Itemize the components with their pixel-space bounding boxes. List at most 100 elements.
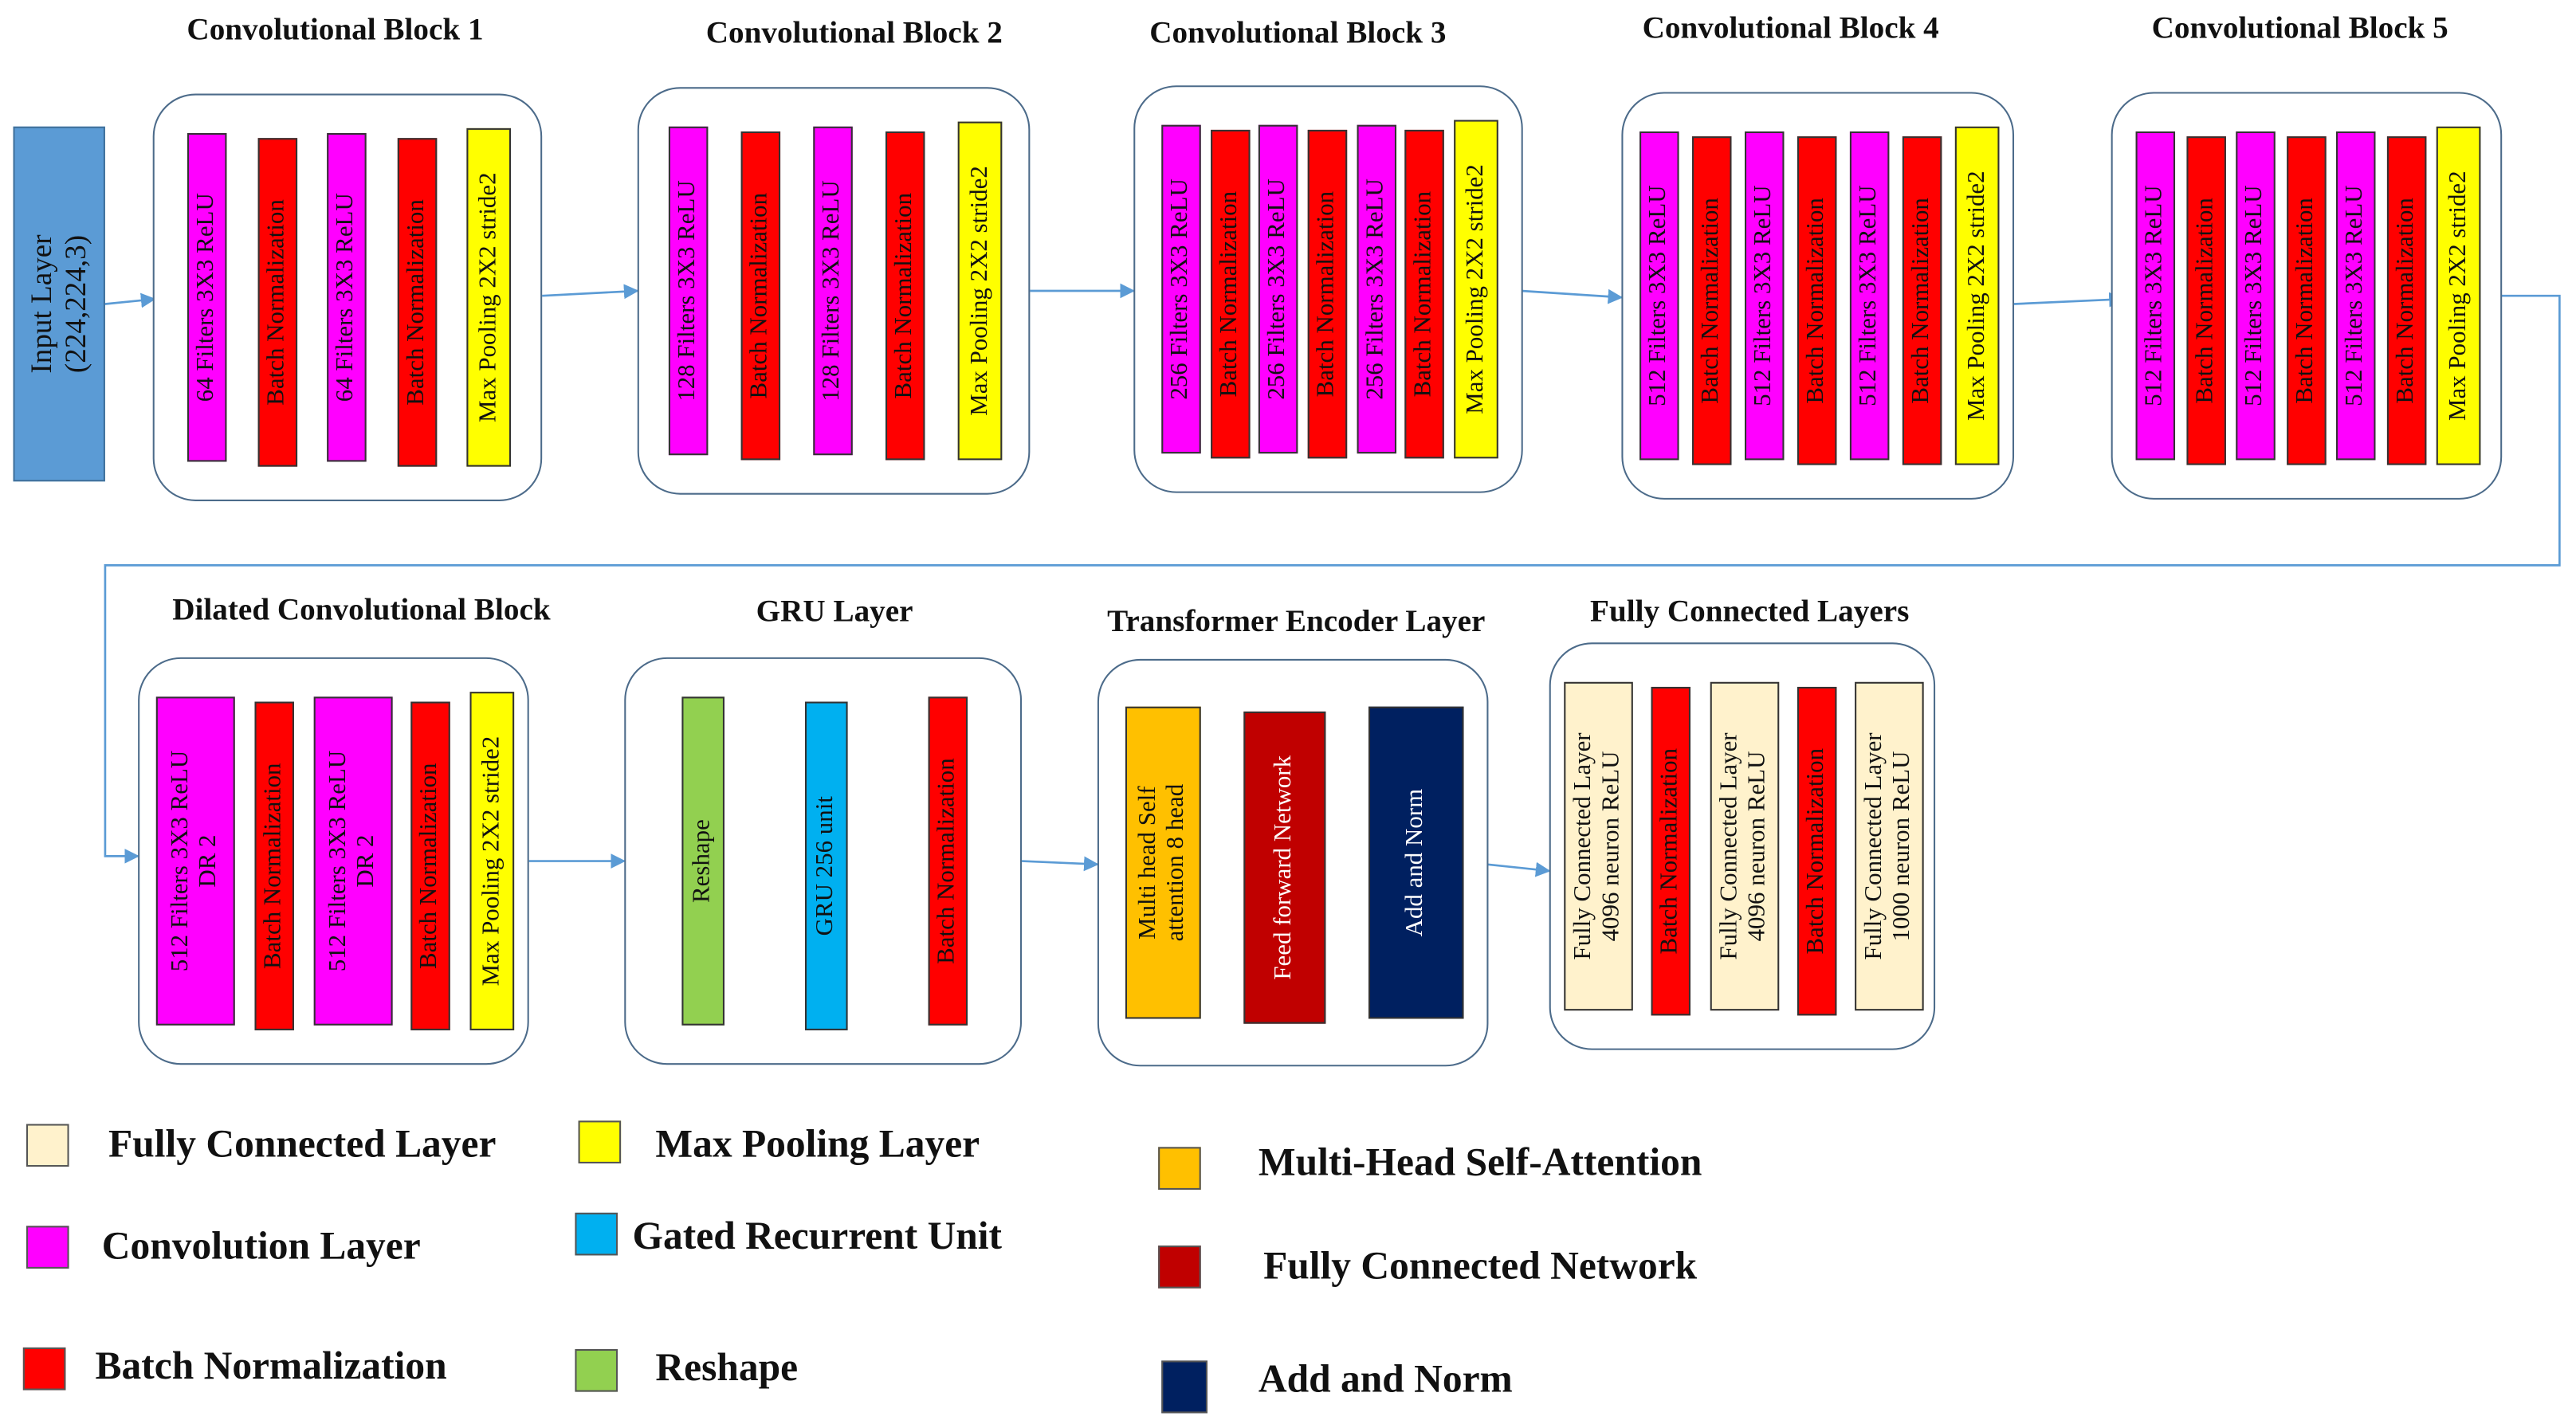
legend-label: Fully Connected Layer [108,1124,497,1167]
block-title: Fully Connected Layers [1590,594,1910,630]
layer-label: 512 Filters 3X3 ReLU [1855,185,1883,406]
layer-bn: Batch Normalization [1797,136,1837,465]
layer-bn: Batch Normalization [1404,129,1444,459]
layer-fc: Fully Connected Layer 4096 neuron ReLU [1710,681,1780,1011]
layer-conv: 512 Filters 3X3 ReLU [2236,131,2276,461]
block-container: Reshape GRU 256 unit Batch Normalization [624,657,1023,1065]
layer-label: 512 Filters 3X3 ReLU DR 2 [325,750,380,972]
layer-label: Max Pooling 2X2 stride2 [477,736,505,987]
layer-conv: 64 Filters 3X3 ReLU [327,133,367,462]
block-title: Convolutional Block 1 [187,13,484,48]
block-container: 64 Filters 3X3 ReLU Batch Normalization 64… [152,93,543,501]
layer-label: Fully Connected Layer 4096 neuron ReLU [1570,732,1625,960]
layer-pool: Max Pooling 2X2 stride2 [469,692,515,1030]
legend-swatch-pool [578,1120,622,1163]
legend-label: Reshape [655,1347,799,1391]
block-container: 512 Filters 3X3 ReLU Batch Normalization 5… [2111,92,2503,500]
block-container: 512 Filters 3X3 ReLU Batch Normalization 5… [1621,92,2015,500]
layer-bn: Batch Normalization [2386,136,2427,465]
layer-label: 512 Filters 3X3 ReLU [2241,185,2268,406]
layer-label: 64 Filters 3X3 ReLU [193,193,220,402]
input-layer: Input Layer (224,224,3) [13,126,105,482]
layer-conv: 128 Filters 3X3 ReLU [813,126,853,456]
block-title: Convolutional Block 4 [1642,11,1939,46]
layer-fc: Fully Connected Layer 1000 neuron ReLU [1855,681,1924,1011]
layer-label: 512 Filters 3X3 ReLU [2342,185,2369,406]
arrow-input-to-block1 [104,292,156,308]
layer-bn: Batch Normalization [885,131,925,461]
layer-label: Batch Normalization [933,758,960,964]
layer-label: 512 Filters 3X3 ReLU [1750,185,1777,406]
layer-ffn: Feed forward Network [1243,711,1326,1024]
layer-bn: Batch Normalization [1797,686,1837,1016]
layer-conv: 64 Filters 3X3 ReLU [187,133,227,462]
arrow-block3-to-block4 [1521,288,1624,304]
layer-bn: Batch Normalization [1211,129,1251,459]
layer-conv: 512 Filters 3X3 ReLU [1744,131,1785,461]
layer-label: 64 Filters 3X3 ReLU [332,193,359,402]
layer-label: Fully Connected Layer 1000 neuron ReLU [1861,732,1916,960]
layer-pool: Max Pooling 2X2 stride2 [466,128,512,467]
block-container: 128 Filters 3X3 ReLU Batch Normalization 1… [637,87,1031,495]
layer-conv: 512 Filters 3X3 ReLU DR 2 [155,696,235,1026]
layer-label: 512 Filters 3X3 ReLU DR 2 [167,750,222,972]
layer-bn: Batch Normalization [1902,136,1942,465]
layer-norm: Add and Norm [1368,706,1464,1019]
layer-label: Batch Normalization [1803,747,1830,955]
legend-label: Max Pooling Layer [655,1124,980,1167]
block-title: Dilated Convolutional Block [172,593,551,628]
layer-label: GRU 256 unit [812,796,839,936]
layer-label: Batch Normalization [746,192,773,399]
layer-label: Batch Normalization [1313,190,1340,398]
layer-label: Batch Normalization [891,192,918,399]
layer-conv: 256 Filters 3X3 ReLU [1258,124,1298,454]
layer-bn: Batch Normalization [1651,686,1690,1016]
layer-label: 256 Filters 3X3 ReLU [1362,178,1389,400]
layer-bn: Batch Normalization [257,138,298,467]
layer-label: 128 Filters 3X3 ReLU [819,180,846,402]
layer-pool: Max Pooling 2X2 stride2 [2436,126,2481,465]
layer-label: Max Pooling 2X2 stride2 [474,172,501,423]
layer-label: Feed forward Network [1270,755,1298,980]
layer-bn: Batch Normalization [740,131,781,461]
legend-swatch-ffn [1158,1246,1201,1289]
layer-label: 256 Filters 3X3 ReLU [1264,178,1291,400]
block-title: GRU Layer [756,594,913,630]
layer-label: Batch Normalization [1410,190,1437,398]
legend-label: Batch Normalization [95,1345,447,1389]
layer-label: Batch Normalization [2292,198,2319,404]
block-title: Convolutional Block 2 [705,16,1003,51]
arrow-block4-to-block5 [2013,292,2124,308]
layer-bn: Batch Normalization [2287,136,2327,465]
legend-label: Multi-Head Self-Attention [1258,1142,1702,1185]
layer-label: Max Pooling 2X2 stride2 [1963,171,1990,421]
layer-conv: 512 Filters 3X3 ReLU [2336,131,2376,461]
arrow-transformer-to-fc [1486,861,1551,877]
layer-label: Batch Normalization [1216,190,1243,398]
layer-reshape: Reshape [681,696,724,1026]
layer-label: Batch Normalization [2393,198,2420,404]
block-container: 256 Filters 3X3 ReLU Batch Normalization 2… [1133,85,1523,493]
layer-label: 512 Filters 3X3 ReLU [1645,185,1672,406]
layer-conv: 512 Filters 3X3 ReLU [1639,131,1679,461]
legend-swatch-bn [22,1347,66,1391]
layer-mhsa: Multi head Self attention 8 head [1125,706,1201,1019]
layer-bn: Batch Normalization [397,138,438,467]
legend-label: Gated Recurrent Unit [632,1215,1003,1259]
layer-pool: Max Pooling 2X2 stride2 [1454,120,1498,459]
legend-label: Add and Norm [1258,1359,1513,1402]
layer-label: Batch Normalization [1803,198,1830,404]
layer-conv: 256 Filters 3X3 ReLU [1161,124,1201,454]
layer-bn: Batch Normalization [2186,136,2226,465]
legend-swatch-mhsa [1158,1147,1201,1190]
legend-swatch-fc [26,1124,69,1167]
legend-swatch-reshape [575,1348,618,1392]
arrow-block5-to-dilated [104,294,2561,864]
layer-pool: Max Pooling 2X2 stride2 [1954,126,2000,465]
layer-label: Reshape [689,819,716,903]
layer-label: 128 Filters 3X3 ReLU [674,180,701,402]
layer-fc: Fully Connected Layer 4096 neuron ReLU [1564,681,1633,1011]
layer-label: Max Pooling 2X2 stride2 [965,166,992,416]
